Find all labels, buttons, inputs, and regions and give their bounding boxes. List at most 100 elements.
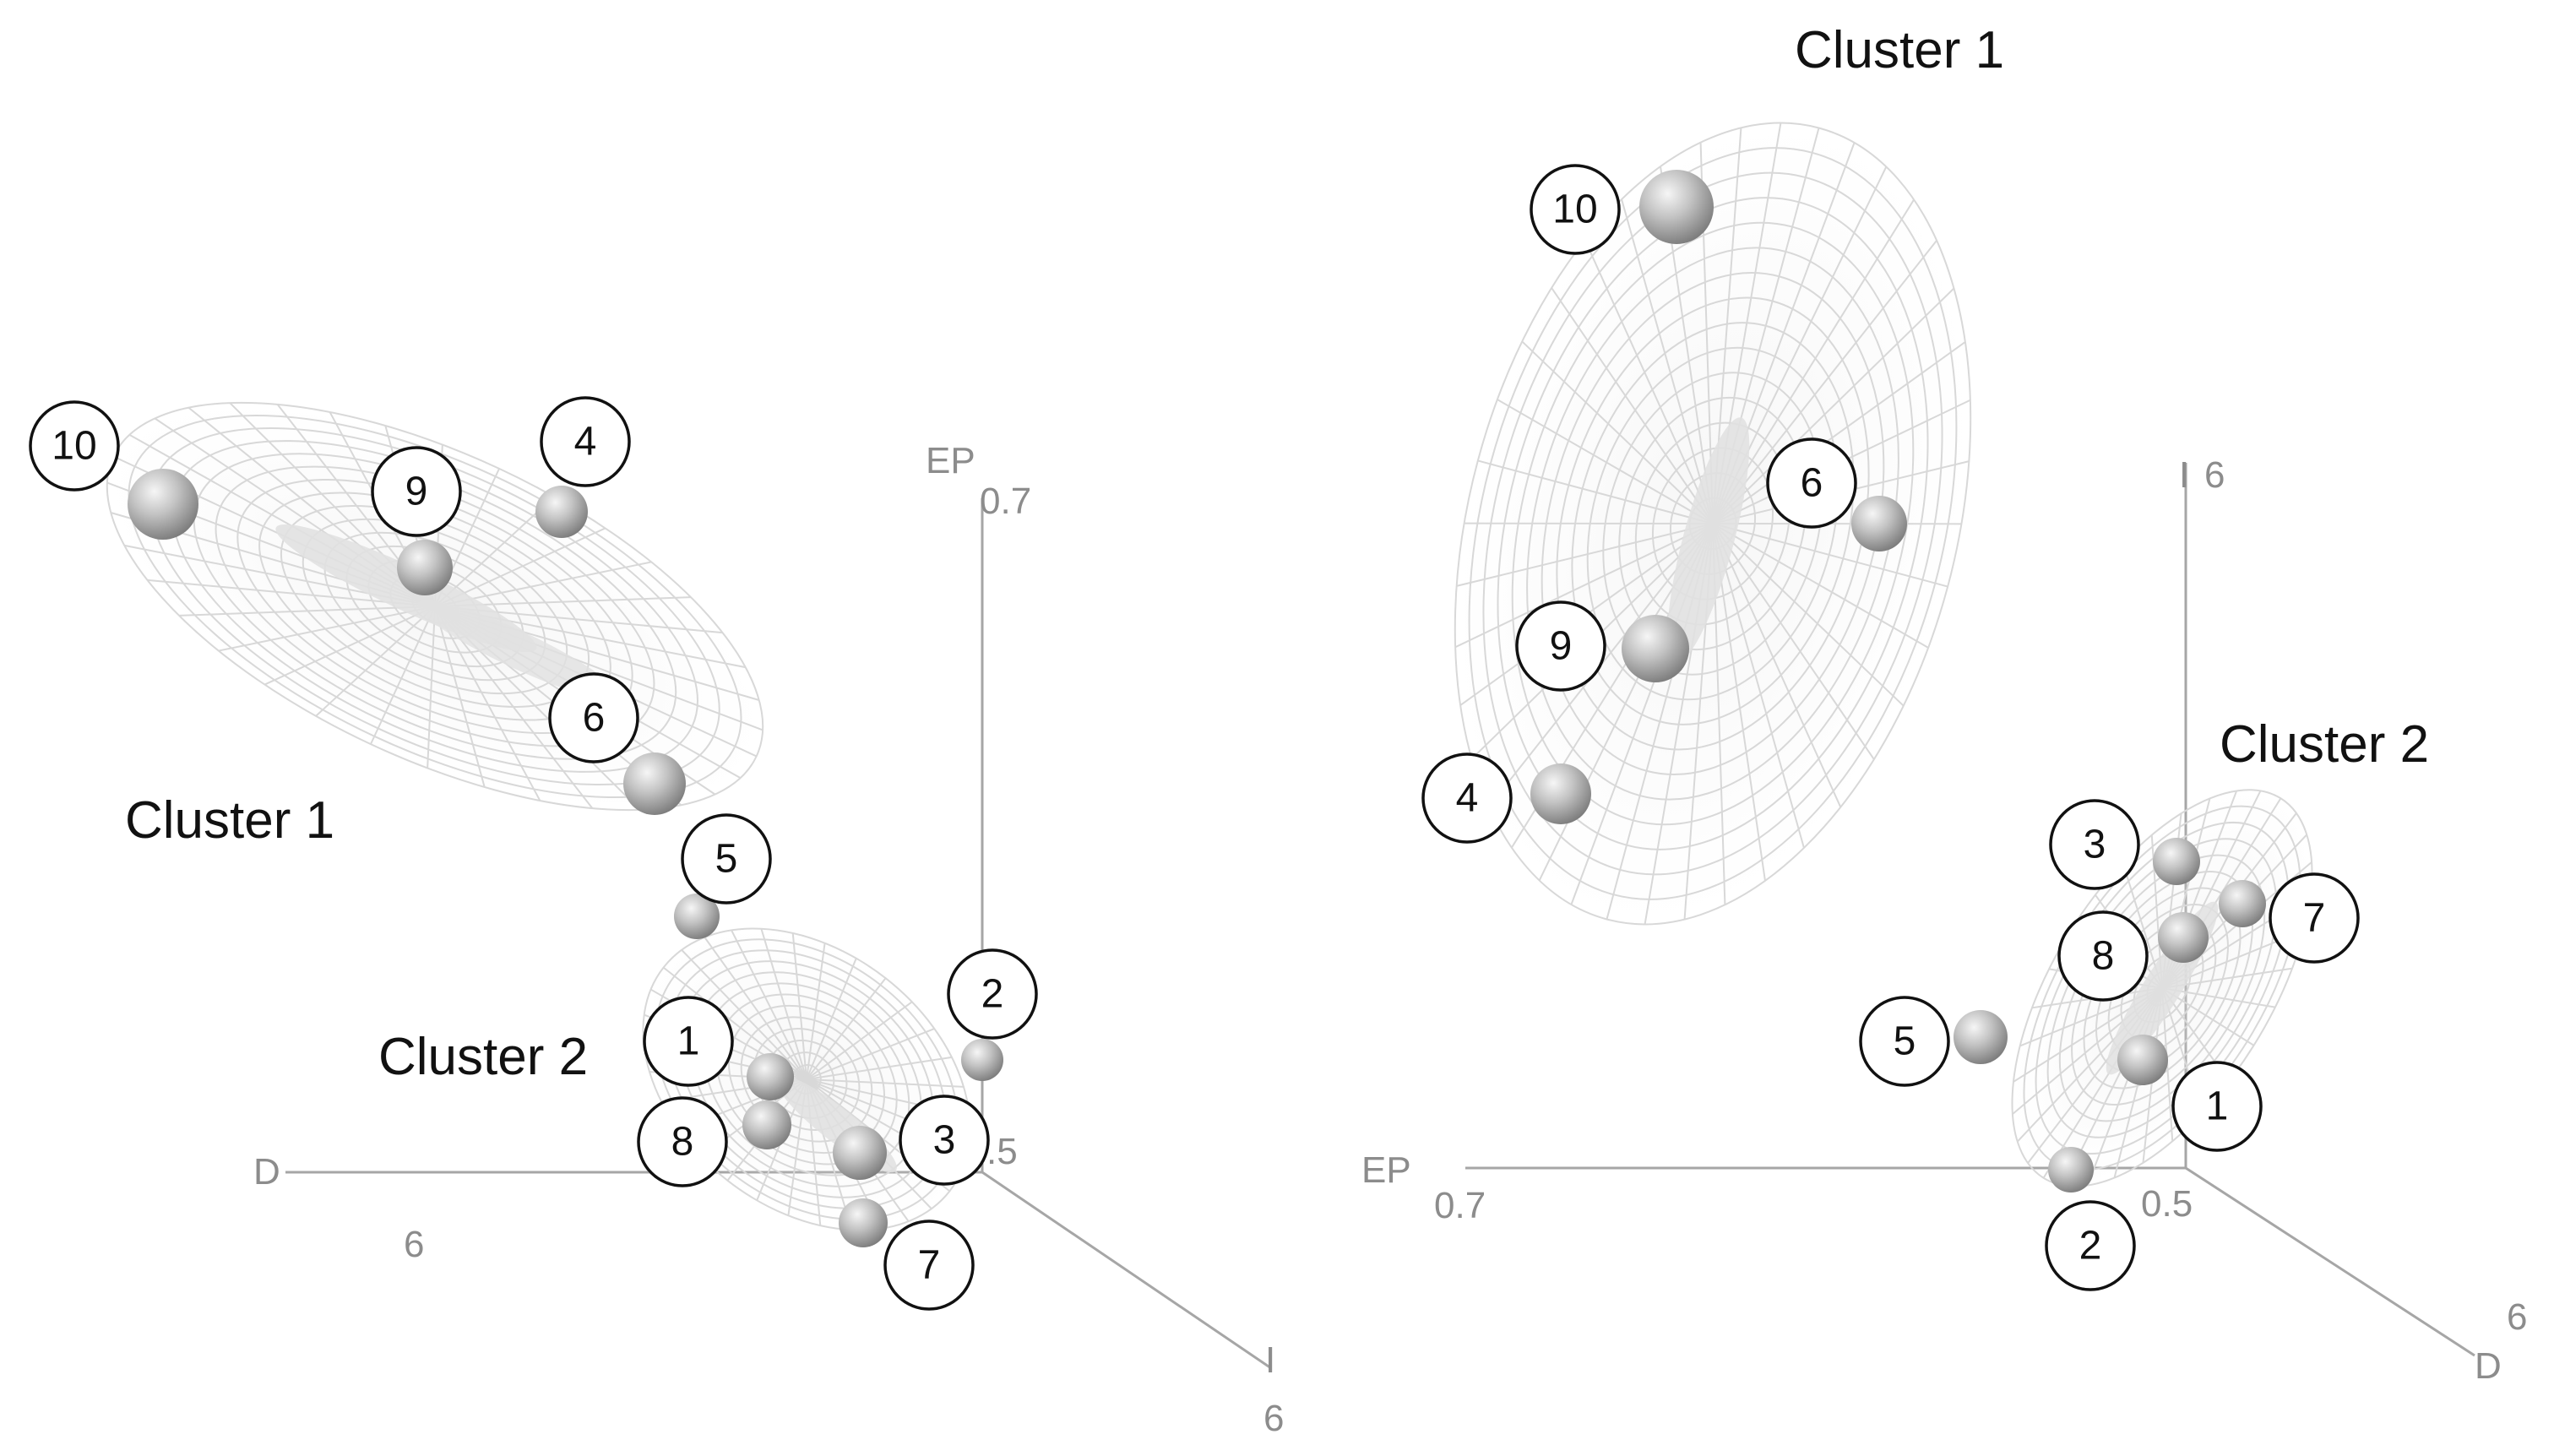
point-label-5-right: 5 [1859, 996, 1950, 1087]
point-label-2-right: 2 [2045, 1200, 2136, 1291]
point-label-3-right: 3 [2049, 799, 2140, 890]
svg-text:5: 5 [1894, 1019, 1916, 1064]
svg-text:7: 7 [2303, 896, 2326, 941]
cluster-2-ellipsoid-right [2011, 789, 2313, 1187]
svg-text:8: 8 [2092, 934, 2115, 979]
sphere-point-3-left [833, 1126, 887, 1180]
axis-d-right [2185, 1166, 2475, 1357]
point-labels-right: 10 6 9 4 3 7 8 [1421, 164, 2360, 1291]
mesh-spoke [806, 943, 826, 1080]
sphere-point-6-left [623, 752, 686, 815]
axis-label-i-right: I [2179, 454, 2189, 496]
mesh-spoke [1712, 128, 1820, 524]
sphere-point-7-right [2219, 880, 2266, 927]
svg-text:1: 1 [677, 1019, 700, 1064]
sphere-point-3-right [2153, 838, 2200, 885]
point-label-2-left: 2 [947, 948, 1038, 1040]
spheres-left [128, 469, 1003, 1247]
axis-tick-d-right: 6 [2507, 1296, 2527, 1338]
svg-text:2: 2 [2079, 1224, 2102, 1269]
point-label-4-left: 4 [540, 396, 631, 487]
mesh-spoke [1464, 522, 1714, 524]
point-labels-left: 10 9 4 6 5 1 2 [29, 396, 1038, 1311]
axis-label-d-left: D [253, 1151, 280, 1193]
svg-text:9: 9 [1550, 624, 1573, 669]
mesh-spoke [1712, 523, 1905, 707]
mesh-spoke [434, 606, 541, 801]
svg-text:6: 6 [583, 696, 606, 741]
svg-text:1: 1 [2206, 1084, 2229, 1129]
sphere-point-4-right [1530, 763, 1591, 824]
point-label-9-right: 9 [1515, 600, 1606, 692]
mesh-spoke [1456, 523, 1714, 587]
mesh-spoke [1454, 523, 1714, 649]
point-label-6-left: 6 [548, 672, 639, 763]
sphere-point-9-left [397, 540, 453, 595]
mesh-spoke [1712, 523, 1929, 649]
sphere-point-6-right [1851, 496, 1907, 551]
sphere-point-10-left [128, 469, 198, 540]
mesh-spoke [791, 932, 807, 1080]
mesh-spoke [1712, 341, 1966, 524]
point-label-6-right: 6 [1766, 437, 1857, 529]
svg-text:5: 5 [715, 837, 738, 882]
axis-label-i-left: I [1265, 1339, 1275, 1381]
axis-tick-origin-right: 0.5 [2141, 1183, 2193, 1225]
sphere-point-2-left [961, 1039, 1003, 1081]
svg-text:6: 6 [1801, 461, 1823, 506]
axis-tick-i-left: 6 [1263, 1398, 1284, 1439]
sphere-point-1-left [747, 1053, 794, 1100]
axis-tick-ep-left: 0.7 [980, 481, 1031, 522]
svg-text:3: 3 [2084, 823, 2106, 867]
axis-tick-d-left: 6 [404, 1224, 424, 1265]
sphere-point-10-right [1639, 170, 1714, 244]
spheres-right [1530, 170, 2266, 1193]
axis-i-left [981, 1171, 1272, 1370]
mesh-spoke [1712, 523, 1842, 808]
point-label-7-left: 7 [883, 1220, 975, 1311]
sphere-point-5-right [1954, 1010, 2008, 1064]
sphere-point-8-left [742, 1100, 791, 1149]
mesh-spoke [1712, 523, 1962, 525]
axis-label-ep-left: EP [926, 440, 975, 481]
axis-label-d-right: D [2475, 1345, 2502, 1387]
panel-right: I 6 EP 0.7 D 6 0.5 Cluster 1 Cluster 2 [1361, 21, 2527, 1387]
axis-tick-origin-left: .5 [986, 1131, 1018, 1172]
mesh-spoke [370, 606, 436, 745]
axis-tick-i-right: 6 [2204, 454, 2225, 496]
cluster-1-label-right: Cluster 1 [1795, 21, 2004, 79]
mesh-spoke [315, 606, 436, 717]
mesh-spoke [1497, 399, 1714, 524]
svg-text:10: 10 [52, 424, 96, 469]
mesh-spoke [427, 606, 436, 769]
point-label-1-left: 1 [643, 996, 734, 1087]
mesh-spoke [806, 1078, 965, 1088]
mesh-spoke [731, 929, 807, 1080]
mesh-spoke [681, 949, 807, 1080]
point-label-10-right: 10 [1530, 164, 1621, 255]
cluster-1-ellipsoid-right [1454, 122, 1972, 926]
mesh-spoke [806, 1028, 935, 1080]
mesh-spoke [806, 958, 857, 1080]
mesh-spoke [806, 977, 887, 1080]
mesh-spoke [1712, 523, 1805, 849]
mesh-spoke [1477, 459, 1714, 524]
mesh-spoke [1712, 240, 1937, 524]
point-label-10-left: 10 [29, 400, 120, 492]
mesh-spoke [1584, 239, 1714, 524]
mesh-spoke [178, 606, 436, 617]
point-label-3-left: 3 [899, 1095, 990, 1186]
svg-text:10: 10 [1552, 187, 1597, 232]
point-label-7-right: 7 [2269, 872, 2360, 964]
sphere-point-2-right [2048, 1147, 2094, 1193]
panel-left: EP 0.7 D 6 I 6 .5 Cluster 1 Cluster 2 [29, 396, 1284, 1439]
mesh-spoke [264, 606, 436, 686]
mesh-spoke [806, 1001, 913, 1080]
svg-text:8: 8 [671, 1120, 694, 1165]
svg-text:4: 4 [1456, 776, 1479, 821]
svg-text:9: 9 [405, 470, 428, 514]
mesh-spoke [1551, 287, 1714, 524]
point-label-8-right: 8 [2057, 910, 2149, 1002]
point-label-1-right: 1 [2171, 1061, 2263, 1152]
